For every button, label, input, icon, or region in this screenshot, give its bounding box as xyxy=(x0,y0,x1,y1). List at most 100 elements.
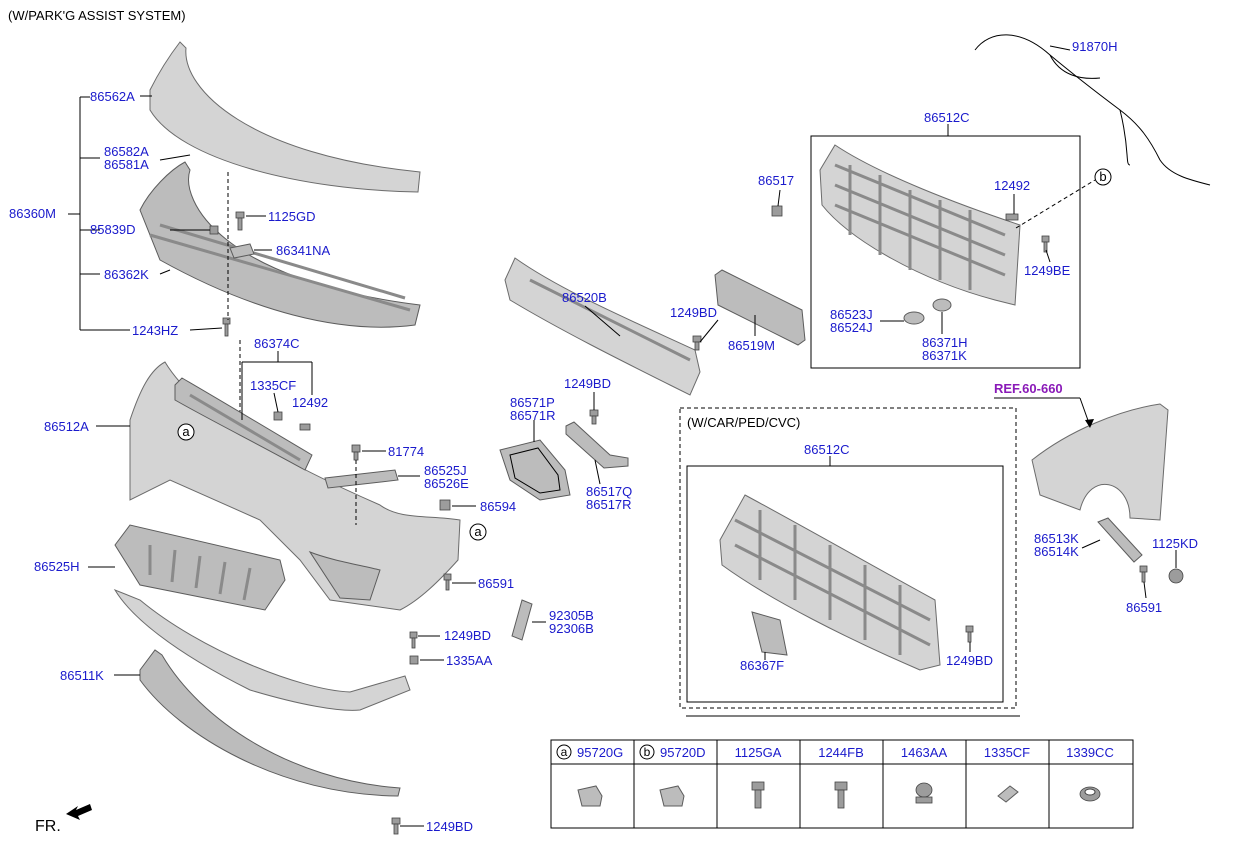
label-1243hz: 1243HZ xyxy=(132,323,178,338)
label-86371h: 86371H xyxy=(922,335,968,350)
bolt-86591-a xyxy=(443,573,452,591)
label-1249bd-a: 1249BD xyxy=(444,628,491,643)
label-86512c-b: 86512C xyxy=(804,442,850,457)
svg-text:1244FB: 1244FB xyxy=(818,745,864,760)
bolt-1249bd-c xyxy=(692,335,702,351)
bolt-86591-b xyxy=(1139,565,1148,583)
label-86594: 86594 xyxy=(480,499,516,514)
clip-85839d xyxy=(209,225,219,235)
svg-text:1339CC: 1339CC xyxy=(1066,745,1114,760)
label-86367f: 86367F xyxy=(740,658,784,673)
clip-1335cf-icon xyxy=(997,785,1019,803)
legend-cell-1244fb: 1244FB xyxy=(818,745,864,809)
variant-box xyxy=(679,407,1017,709)
wiring-harness-branch xyxy=(1049,54,1131,166)
sensor-frame-inner xyxy=(509,447,561,494)
legend-cell-1339cc: 1339CC xyxy=(1066,745,1114,802)
grille-mesh-top xyxy=(834,163,1006,290)
label-86513k: 86513K xyxy=(1034,531,1079,546)
label-1125kd: 1125KD xyxy=(1152,536,1198,551)
label-86341na: 86341NA xyxy=(276,243,331,258)
clip-1335aa xyxy=(409,655,419,665)
screw-12492-a xyxy=(299,423,311,431)
variant-box-title: (W/CAR/PED/CVC) xyxy=(687,415,800,430)
svg-text:b: b xyxy=(1099,169,1106,184)
label-86517: 86517 xyxy=(758,173,794,188)
svg-text:b: b xyxy=(644,745,651,759)
label-86526e: 86526E xyxy=(424,476,469,491)
label-86360m: 86360M xyxy=(9,206,56,221)
label-1335aa: 1335AA xyxy=(446,653,493,668)
label-92305b: 92305B xyxy=(549,608,594,623)
label-1335cf: 1335CF xyxy=(250,378,296,393)
label-1249bd-d: 1249BD xyxy=(564,376,611,391)
marker-b: b xyxy=(1094,168,1112,186)
screw-1244fb-icon xyxy=(834,781,848,791)
lower-grille-slats xyxy=(148,545,252,601)
label-86371k: 86371K xyxy=(922,348,967,363)
fender-ref xyxy=(1031,403,1169,521)
legend-cell-95720d: b 95720D xyxy=(639,744,706,807)
bolt-1125ga-icon xyxy=(751,781,765,791)
label-86591-b: 86591 xyxy=(1126,600,1162,615)
svg-text:a: a xyxy=(182,424,190,439)
wiring-harness-91870h xyxy=(974,34,1211,186)
sensor-ring-86371h xyxy=(932,298,952,312)
label-1125gd: 1125GD xyxy=(268,209,315,224)
clip-86517 xyxy=(771,205,783,217)
legend-cell-95720g: a 95720G xyxy=(556,744,623,807)
marker-a-2: a xyxy=(469,523,487,541)
legend-cell-1463aa: 1463AA xyxy=(901,745,947,804)
label-86512a: 86512A xyxy=(44,419,89,434)
label-1249bd-c: 1249BD xyxy=(670,305,717,320)
label-86362k: 86362K xyxy=(104,267,149,282)
sensor-95720g-icon xyxy=(577,785,603,807)
front-bumper-cover-86512a xyxy=(129,361,461,611)
clip-1463aa-icon xyxy=(915,782,933,798)
trim-strip-86525j xyxy=(324,469,399,489)
ref-arrowhead xyxy=(1085,419,1094,428)
legend-cell-1125ga: 1125GA xyxy=(735,745,782,809)
label-86562a: 86562A xyxy=(90,89,135,104)
label-1249be: 1249BE xyxy=(1024,263,1071,278)
bumper-fog-pocket xyxy=(308,550,381,601)
svg-text:1125GA: 1125GA xyxy=(735,745,782,760)
bolt-1249bd-a xyxy=(409,631,418,649)
svg-text:95720D: 95720D xyxy=(660,745,706,760)
legend-table: a 95720G b 95720D 1125GA 1244FB 1463AA xyxy=(550,739,1134,829)
dash-guide-b xyxy=(1015,179,1096,229)
ref-label[interactable]: REF.60-660 xyxy=(994,381,1063,396)
lower-bumper-surround xyxy=(113,588,411,711)
label-86525h: 86525H xyxy=(34,559,80,574)
center-trim-slats xyxy=(189,393,301,462)
svg-text:a: a xyxy=(561,745,568,759)
clip-1335cf xyxy=(273,411,283,421)
bracket-92305b xyxy=(511,599,533,641)
label-91870h: 91870H xyxy=(1072,39,1118,54)
label-86524j: 86524J xyxy=(830,320,873,335)
bracket-86513k xyxy=(1097,517,1143,563)
grille-box-86512c xyxy=(810,135,1081,369)
bracket-86517q xyxy=(565,421,629,469)
nut-1125kd xyxy=(1168,568,1184,584)
bolt-1243hz xyxy=(222,317,231,337)
bolt-1249bd-d xyxy=(589,409,599,425)
bolt-1249bd-e xyxy=(965,625,974,643)
label-86571r: 86571R xyxy=(510,408,556,423)
label-86525j: 86525J xyxy=(424,463,467,478)
label-86520b: 86520B xyxy=(562,290,607,305)
label-86517q: 86517Q xyxy=(586,484,632,499)
label-86591-a: 86591 xyxy=(478,576,514,591)
sensor-frame-86571p xyxy=(499,439,571,501)
group-bracket-86360m xyxy=(68,96,130,331)
bracket-86519m xyxy=(714,269,806,346)
screw-12492-b xyxy=(1005,213,1019,221)
svg-text:1335CF: 1335CF xyxy=(984,745,1030,760)
label-86517r: 86517R xyxy=(586,497,632,512)
label-86511k: 86511K xyxy=(60,668,104,683)
header-note: (W/PARK'G ASSIST SYSTEM) xyxy=(8,8,186,23)
lower-strip-86511k xyxy=(139,649,401,797)
label-86571p: 86571P xyxy=(510,395,555,410)
callout-labels: 86562A 86582A 86581A 86360M 1125GD 85839… xyxy=(9,39,1198,834)
